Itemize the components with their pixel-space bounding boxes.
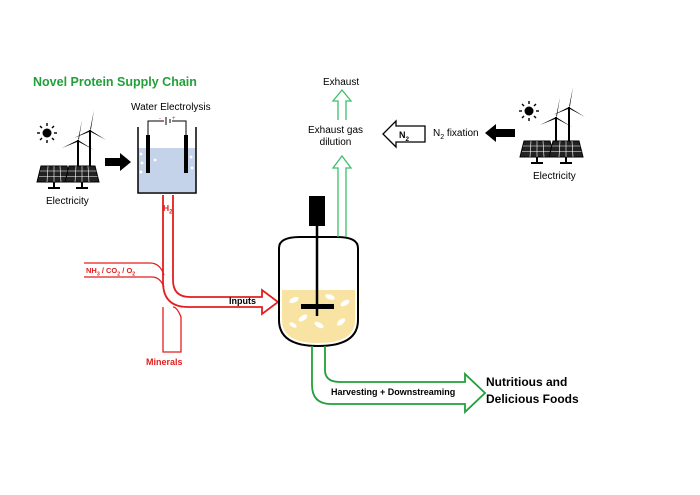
nh3-co2-o2-input-line [84,262,165,276]
exhaust-out-arrow [331,88,353,120]
minerals-label: Minerals [146,357,183,367]
n2-arrow [382,119,426,149]
bioreactor-icon [278,196,359,348]
harvesting-label: Harvesting + Downstreaming [331,387,456,397]
foods-line2: Delicious Foods [486,392,579,406]
nh3-p1: NH [86,266,97,275]
nh3-co2-o2-label: NH3 / CO2 / O2 [86,266,135,278]
water-electrolysis-label: Water Electrolysis [131,102,211,113]
nh3-co2-o2-input-line-lower [84,276,165,288]
left-sun-icon [36,122,58,144]
foods-line1: Nutritious and [486,375,568,389]
h2-main: H [163,203,170,213]
h2-input-pipe [162,195,280,316]
h2-sub: 2 [169,209,173,216]
power-arrow-icon [105,153,131,171]
right-solar-panel-icon [519,140,584,164]
exhaust-dilution-line2: dilution [319,137,352,148]
exhaust-dilution-line1: Exhaust gas [308,125,364,136]
nh3-p2: / CO [99,266,118,275]
foods-label: Nutritious and Delicious Foods [486,374,579,408]
n2-arrow-label: N2 [399,130,409,143]
h2-label: H2 [163,203,172,216]
nh3-p3: / O [120,266,133,275]
nh3-s3: 2 [132,271,136,278]
diagram-title: Novel Protein Supply Chain [33,75,197,89]
n2fix-main: N [433,128,441,139]
nh3-s1: 3 [96,271,100,278]
n2-sub: 2 [405,135,410,143]
exhaust-label: Exhaust [323,77,360,88]
electricity-left-label: Electricity [46,196,89,207]
electrode-minus: - [159,116,161,122]
electricity-right-label: Electricity [533,171,576,182]
nh3-s2: 2 [117,271,121,278]
left-solar-panel-icon [36,165,100,189]
inputs-label: Inputs [229,296,256,306]
right-sun-icon [518,100,540,122]
exhaust-dilution-label: Exhaust gas dilution [308,125,363,149]
n2-fixation-arrow-icon [485,124,515,142]
electrode-plus: + [172,116,176,122]
n2-fixation-label: N2 fixation [433,128,479,141]
n2fix-rest: fixation [444,128,479,139]
harvesting-output-arrow [311,346,487,415]
n2-main: N [399,130,406,140]
minerals-input-pipe [162,306,182,353]
exhaust-upward-pipe [331,154,353,237]
electrolyzer-icon: - + [137,116,197,194]
n2fix-sub: 2 [440,134,445,141]
